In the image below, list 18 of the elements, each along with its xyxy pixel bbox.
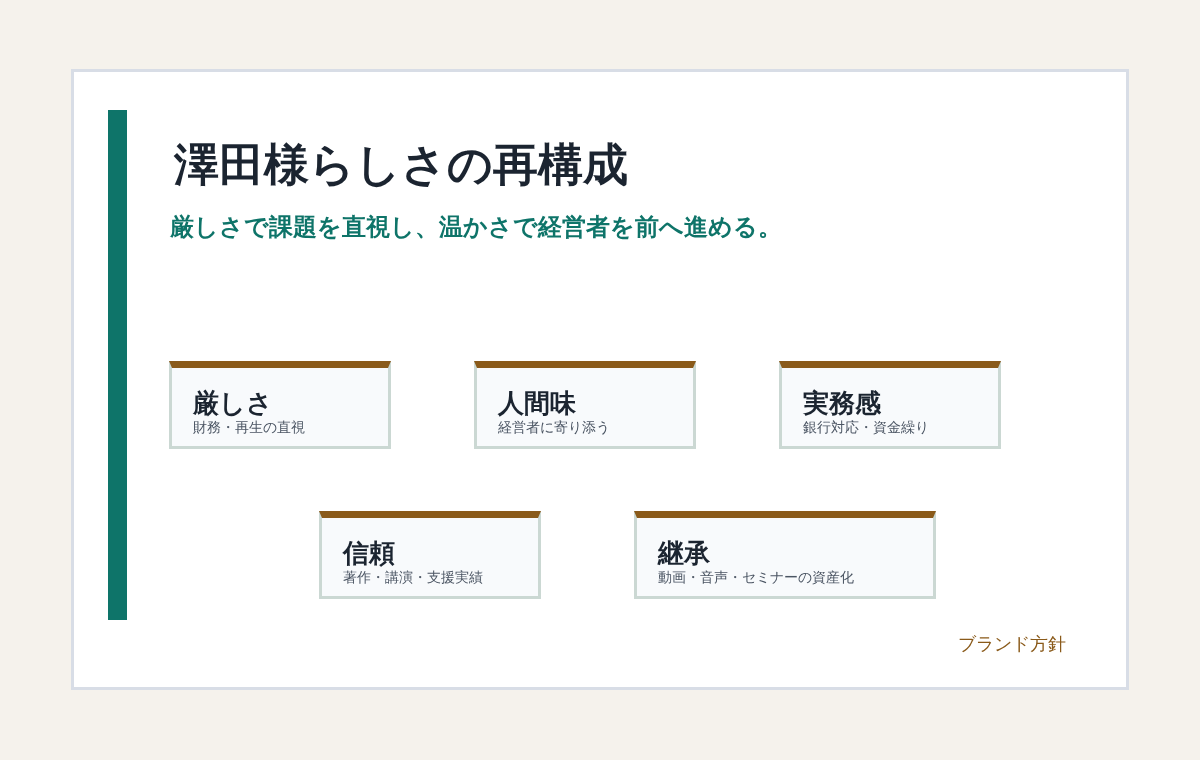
card-text: 著作・講演・支援実績 bbox=[343, 569, 483, 586]
card-heading: 厳しさ bbox=[193, 388, 273, 420]
card-heading: 実務感 bbox=[803, 388, 881, 420]
trait-card bbox=[169, 361, 391, 449]
footer-note: ブランド方針 bbox=[958, 632, 1066, 656]
trait-card bbox=[634, 511, 936, 599]
card-text: 経営者に寄り添う bbox=[498, 419, 610, 436]
card-text: 銀行対応・資金繰り bbox=[803, 419, 929, 436]
card-heading: 信頼 bbox=[343, 538, 395, 570]
trait-card bbox=[474, 361, 696, 449]
card-heading: 継承 bbox=[658, 538, 710, 570]
card-text: 動画・音声・セミナーの資産化 bbox=[658, 569, 854, 586]
trait-card bbox=[779, 361, 1001, 449]
card-text: 財務・再生の直視 bbox=[193, 419, 305, 436]
subtitle: 厳しさで課題を直視し、温かさで経営者を前へ進める。 bbox=[170, 212, 782, 243]
trait-card bbox=[319, 511, 541, 599]
card-heading: 人間味 bbox=[498, 388, 576, 420]
title: 澤田様らしさの再構成 bbox=[174, 138, 628, 192]
